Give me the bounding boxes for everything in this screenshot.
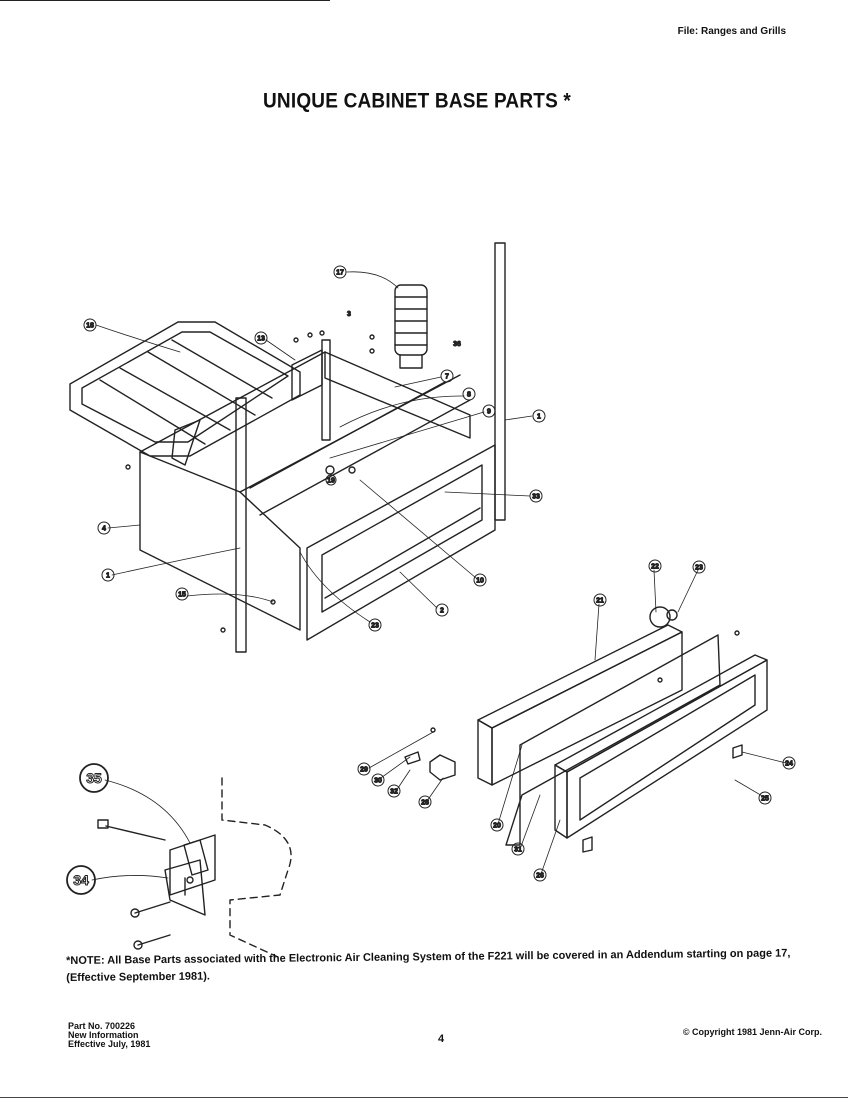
top-rule: [0, 0, 330, 1]
callout-label: 24: [785, 761, 793, 768]
callout-label: 31: [514, 847, 522, 854]
callout-label: 22: [651, 564, 659, 571]
door-frame-front: [566, 659, 768, 839]
callout-23-top: 23: [368, 618, 382, 632]
callout-15: 15: [175, 587, 189, 601]
callout-26: 26: [533, 868, 547, 882]
page-number: 4: [438, 1033, 445, 1045]
callout-22: 22: [648, 559, 662, 573]
knob: [649, 606, 671, 628]
callout-20: 20: [490, 818, 504, 832]
callout-label: 26: [536, 873, 544, 880]
leader-lines: [91, 271, 787, 881]
callout-label: 19: [327, 478, 335, 485]
cabinet-assembly: [125, 242, 506, 653]
callout-label: 34: [73, 872, 89, 888]
callout-23-right: 23: [692, 560, 706, 574]
front-frame: [306, 444, 496, 641]
part-info-block: Part No. 700226 New Information Effectiv…: [68, 1022, 150, 1049]
callout-label: 18: [86, 323, 94, 330]
callout-label: 28: [421, 800, 429, 807]
callout-label: 23: [371, 623, 379, 630]
callout-label: 1: [537, 414, 541, 421]
callout-label: 33: [532, 494, 540, 501]
callout-label: 20: [493, 823, 501, 830]
callout-label: 36: [453, 341, 461, 348]
callout-label: 9: [487, 409, 491, 416]
callout-33: 33: [529, 489, 543, 503]
callout-label: 2: [440, 608, 444, 615]
callout-1-left: 1: [101, 568, 115, 582]
callout-8: 8: [462, 387, 476, 401]
callout-label: 17: [336, 270, 344, 277]
part-number: Part No. 700226: [68, 1021, 136, 1031]
callout-label: 27: [616, 765, 624, 772]
callout-24: 24: [782, 756, 796, 770]
callout-3: 3: [347, 311, 352, 319]
callout-9: 9: [482, 404, 496, 418]
bottom-rule: [0, 1097, 848, 1098]
callout-17: 17: [333, 265, 347, 279]
callout-label: 29: [360, 767, 368, 774]
callout-label: 35: [716, 795, 724, 802]
callout-label: 30: [374, 778, 382, 785]
callout-28: 28: [418, 795, 432, 809]
callout-35-small: 35: [716, 795, 724, 802]
callout-label: 7: [445, 374, 449, 381]
callout-7: 7: [440, 369, 454, 383]
copyright-notice: © Copyright 1981 Jenn-Air Corp.: [682, 1027, 822, 1037]
callout-21: 21: [593, 593, 607, 607]
rear-panel: [324, 351, 471, 439]
callout-label: 3: [347, 311, 351, 318]
callout-label: 4: [102, 526, 106, 533]
callout-13: 13: [254, 331, 268, 345]
callout-label: 25: [761, 796, 769, 803]
info-status: New Information: [68, 1030, 139, 1040]
door-assembly: [404, 606, 768, 853]
callout-35-detail: 35: [79, 763, 109, 793]
upright-rail-right: [494, 242, 506, 521]
callout-markers: 17 3 18 13 36 7 8 9 1 33 4 1 15 23 2 10 …: [66, 265, 796, 895]
callout-34-small: 34: [706, 785, 714, 792]
callout-label: 21: [596, 598, 604, 605]
page-title: UNIQUE CABINET BASE PARTS *: [263, 89, 572, 113]
callout-10: 10: [473, 573, 487, 587]
callout-34-detail: 34: [66, 865, 96, 895]
callout-label: 35: [86, 770, 102, 786]
callout-36: 36: [453, 341, 462, 349]
callout-label: 8: [467, 392, 471, 399]
flexible-duct: [394, 284, 428, 369]
callout-30: 30: [371, 773, 385, 787]
grill-tray: [69, 321, 301, 466]
callout-label: 34: [706, 785, 714, 792]
callout-27: 27: [616, 765, 624, 772]
hinge-detail: [97, 777, 292, 959]
callout-label: 1: [106, 573, 110, 580]
callout-25: 25: [758, 791, 772, 805]
callout-label: 15: [178, 592, 186, 599]
callout-31: 31: [511, 842, 525, 856]
glass-insert: [505, 634, 721, 846]
file-label: File: Ranges and Grills: [677, 26, 786, 37]
callout-1-right: 1: [532, 409, 546, 423]
callout-18: 18: [83, 318, 97, 332]
left-side-panel: [139, 451, 301, 631]
callout-2: 2: [435, 603, 449, 617]
upright-rail-left: [235, 397, 247, 653]
callout-label: 32: [390, 789, 398, 796]
callout-label: 13: [257, 336, 265, 343]
callout-label: 23: [695, 565, 703, 572]
callout-label: 10: [476, 578, 484, 585]
callout-19: 19: [325, 474, 337, 486]
callout-4: 4: [97, 521, 111, 535]
callout-29: 29: [357, 762, 371, 776]
callout-32: 32: [387, 784, 401, 798]
effective-date: Effective July, 1981: [68, 1039, 151, 1049]
